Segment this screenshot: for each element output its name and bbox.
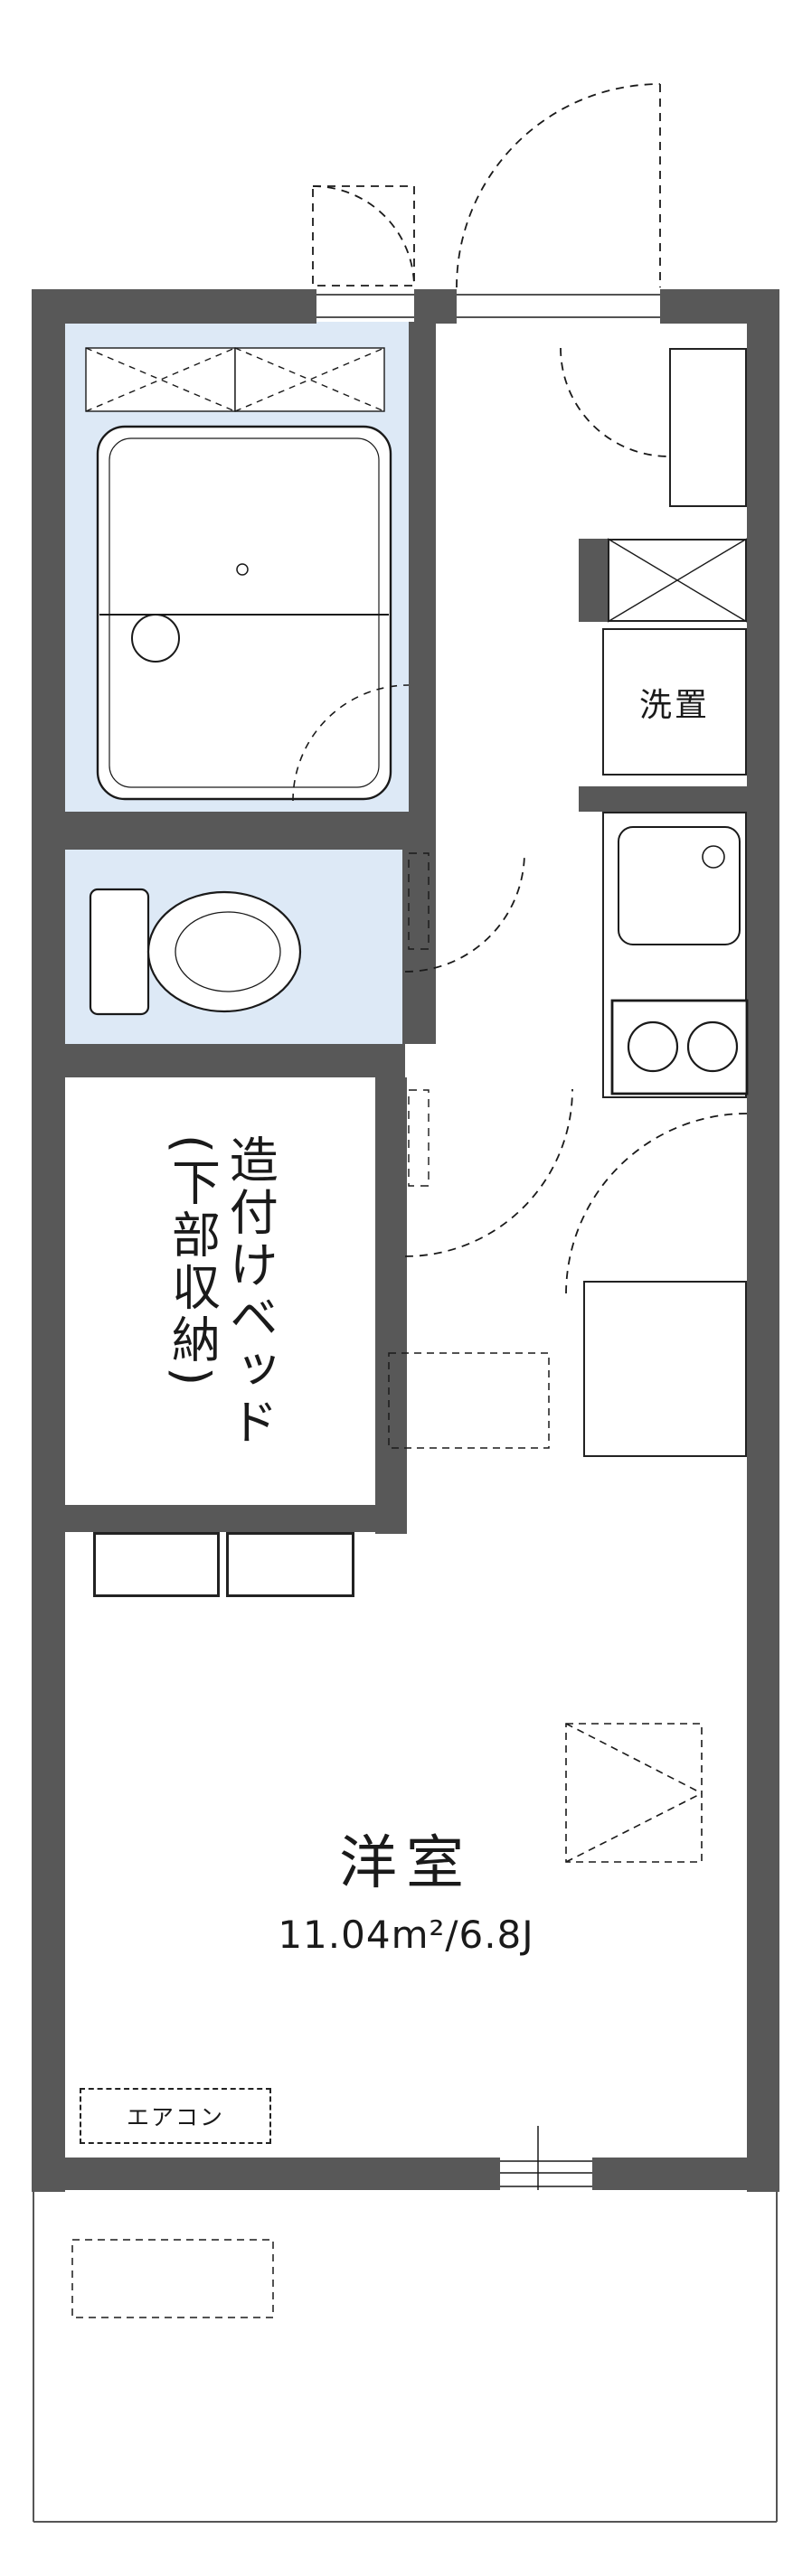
wall-segment bbox=[409, 322, 436, 813]
wall-segment bbox=[579, 786, 747, 812]
washstand-label: 洗置 bbox=[638, 686, 710, 724]
main-room-size: 11.04m²/6.8J bbox=[278, 1913, 534, 1957]
wall-segment bbox=[32, 289, 65, 2192]
refrigerator-space bbox=[583, 1281, 747, 1457]
wall-segment bbox=[402, 850, 436, 1044]
wall-segment bbox=[747, 289, 779, 2192]
bed-label-sub: (下部収納) bbox=[163, 1133, 221, 1389]
wall-segment bbox=[579, 539, 608, 622]
wall-segment bbox=[65, 1505, 375, 1532]
bed-area: 造付けベッド (下部収納) bbox=[65, 1077, 375, 1505]
sliding-door-dashed bbox=[388, 1352, 550, 1449]
air-conditioner-label: エアコン bbox=[126, 2104, 224, 2130]
toilet-area bbox=[65, 850, 402, 1044]
balcony-window-icon bbox=[500, 2126, 592, 2190]
built-in-bed-label: 造付けベッド (下部収納) bbox=[163, 1133, 279, 1449]
closet-door-left bbox=[93, 1532, 220, 1597]
wall-segment bbox=[65, 1044, 405, 1077]
main-room-name: 洋室 bbox=[339, 1830, 473, 1897]
wall-segment bbox=[592, 2158, 779, 2190]
wall-segment bbox=[65, 812, 436, 850]
shoe-cabinet bbox=[669, 348, 747, 507]
bathroom-area bbox=[65, 322, 409, 813]
washer-place bbox=[608, 539, 747, 622]
main-room-label-group: 洋室 11.04m²/6.8J bbox=[65, 1817, 747, 1957]
air-conditioner-box: エアコン bbox=[80, 2088, 271, 2144]
wall-segment bbox=[414, 289, 457, 324]
balcony-area bbox=[33, 2190, 777, 2522]
washstand-area: 洗置 bbox=[602, 628, 747, 776]
kitchen-area bbox=[602, 812, 747, 1098]
wall-segment bbox=[32, 289, 316, 324]
wall-segment bbox=[375, 1077, 407, 1534]
wall-segment bbox=[32, 2158, 500, 2190]
opening-lines bbox=[316, 294, 660, 318]
closet-door-right bbox=[226, 1532, 354, 1597]
entrance-door-swing-icon bbox=[312, 83, 661, 288]
bed-label-main: 造付けベッド bbox=[221, 1133, 279, 1449]
